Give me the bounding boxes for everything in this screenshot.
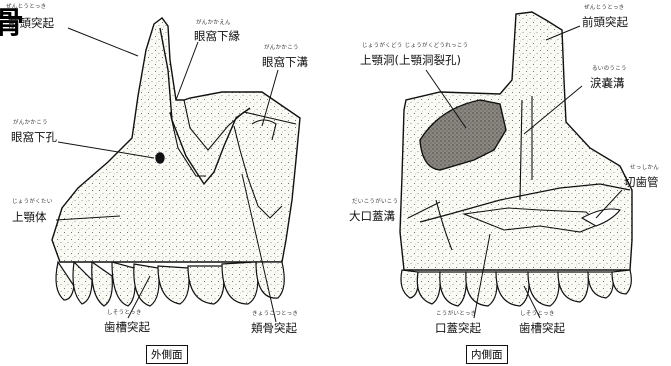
label-greater-palatine-groove: 大口蓋溝 xyxy=(349,211,395,223)
label-maxilla-body: 上顎体 xyxy=(12,212,47,224)
label-lacrimal-groove: 涙嚢溝 xyxy=(590,78,625,90)
view-label-lateral: 外側面 xyxy=(146,345,188,364)
ruby-alveolar-process-lateral: しそうとっき xyxy=(107,311,142,317)
view-label-medial: 内側面 xyxy=(466,345,508,364)
label-frontal-process-lateral: 前頭突起 xyxy=(8,18,54,30)
label-maxillary-sinus: 上顎洞(上顎洞裂孔) xyxy=(360,55,461,67)
ruby-lacrimal-groove: るいのうこう xyxy=(592,67,627,73)
label-infraorbital-groove: 眼窩下溝 xyxy=(262,57,308,69)
label-zygomatic-process: 頬骨突起 xyxy=(251,323,297,335)
ruby-frontal-process-medial: ぜんとうとっき xyxy=(584,6,624,12)
label-infraorbital-foramen: 眼窩下孔 xyxy=(11,132,57,144)
label-incisive-canal: 切歯管 xyxy=(624,177,659,189)
ruby-maxilla-body: じょうがくたい xyxy=(12,200,53,206)
ruby-frontal-process-lateral: ぜんとうとっき xyxy=(6,5,46,11)
label-palatine-process: 口蓋突起 xyxy=(435,323,481,335)
label-infraorbital-margin: 眼窩下縁 xyxy=(194,31,240,43)
ruby-palatine-process: こうがいとっき xyxy=(436,312,476,318)
ruby-infraorbital-margin: がんかかえん xyxy=(196,21,231,27)
ruby-zygomatic-process: きょうこつとっき xyxy=(252,312,298,318)
ruby-incisive-canal: せっしかん xyxy=(630,166,659,172)
ruby-infraorbital-foramen: がんかかこう xyxy=(13,121,48,127)
label-frontal-process-medial: 前頭突起 xyxy=(582,17,628,29)
label-alveolar-process-medial: 歯槽突起 xyxy=(519,323,565,335)
ruby-maxillary-sinus: じょうがくどう じょうがくどうれっこう xyxy=(362,44,468,50)
ruby-greater-palatine-groove: だいこうがいこう xyxy=(352,200,398,206)
ruby-infraorbital-groove: がんかかこう xyxy=(264,46,299,52)
label-alveolar-process-lateral: 歯槽突起 xyxy=(104,322,150,334)
ruby-alveolar-process-medial: しそうとっき xyxy=(520,312,555,318)
